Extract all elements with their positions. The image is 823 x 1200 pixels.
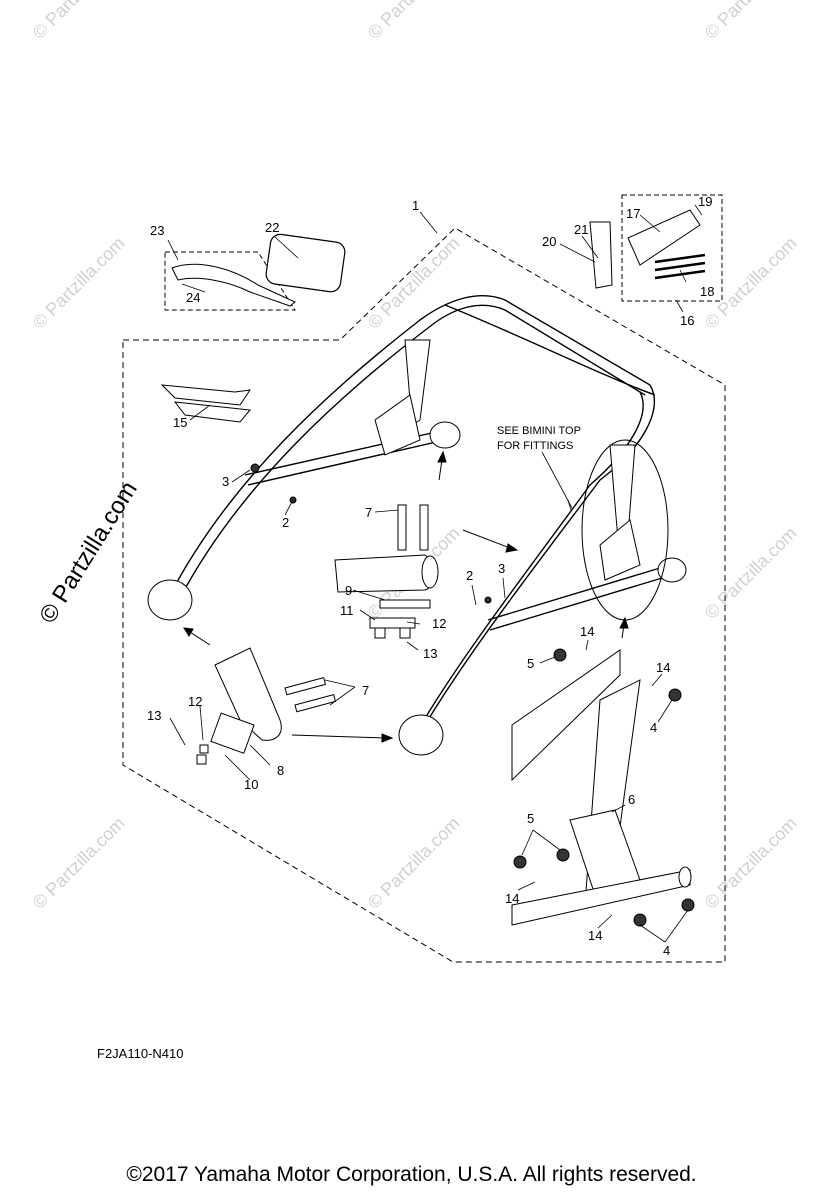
board-rack-bracket bbox=[374, 394, 421, 456]
watermark-text: © Partzilla.com bbox=[29, 233, 129, 333]
tube-end-cap bbox=[657, 557, 687, 583]
bimini-note-line-1: SEE BIMINI TOP bbox=[497, 425, 581, 437]
callout-13: 13 bbox=[423, 646, 437, 661]
callout-11: 11 bbox=[340, 603, 354, 618]
board-rack-detail bbox=[589, 209, 706, 289]
mirror bbox=[265, 233, 346, 293]
bracket-detail bbox=[511, 649, 692, 926]
bimini-note-line-2: FOR FITTINGS bbox=[497, 440, 573, 452]
tower-frame bbox=[169, 295, 673, 731]
callout-21: 21 bbox=[574, 222, 588, 237]
callout-10: 10 bbox=[244, 777, 258, 792]
callout-12: 12 bbox=[188, 694, 202, 709]
callout-8: 8 bbox=[277, 763, 284, 778]
watermark-text: © Partzilla.com bbox=[29, 0, 129, 43]
callout-20: 20 bbox=[542, 234, 556, 249]
callout-7: 7 bbox=[362, 683, 369, 698]
callout-22: 22 bbox=[265, 220, 279, 235]
board-rack-box bbox=[621, 194, 723, 302]
callout-1: 1 bbox=[412, 198, 419, 213]
callout-14: 14 bbox=[656, 660, 670, 675]
callout-13: 13 bbox=[147, 708, 161, 723]
callout-14: 14 bbox=[588, 928, 602, 943]
watermark-text: © Partzilla.com bbox=[364, 233, 464, 333]
tube-end-cap bbox=[398, 714, 444, 756]
callout-12: 12 bbox=[432, 616, 446, 631]
callout-4: 4 bbox=[663, 943, 670, 958]
callout-16: 16 bbox=[680, 313, 694, 328]
watermark-text: © Partzilla.com bbox=[701, 523, 801, 623]
watermark-text: © Partzilla.com bbox=[29, 813, 129, 913]
callout-18: 18 bbox=[700, 284, 714, 299]
callout-7: 7 bbox=[365, 505, 372, 520]
knob-fasteners bbox=[250, 463, 695, 927]
bimini-note-leader bbox=[541, 451, 573, 509]
assembly-boundary bbox=[122, 227, 726, 963]
callout-3: 3 bbox=[498, 561, 505, 576]
callout-14: 14 bbox=[505, 891, 519, 906]
part-15-plates bbox=[160, 384, 252, 423]
board-rack-bracket bbox=[599, 519, 641, 581]
callout-14: 14 bbox=[580, 624, 594, 639]
callout-15: 15 bbox=[173, 415, 187, 430]
tube-end-cap bbox=[429, 421, 461, 449]
watermark-text: © Partzilla.com bbox=[364, 0, 464, 43]
watermark-text: © Partzilla.com bbox=[364, 813, 464, 913]
mirror-group-box bbox=[164, 251, 296, 311]
callout-2: 2 bbox=[282, 515, 289, 530]
center-clamp-assembly bbox=[334, 504, 439, 639]
callout-23: 23 bbox=[150, 223, 164, 238]
callout-9: 9 bbox=[345, 583, 352, 598]
watermark-main: © Partzilla.com bbox=[34, 477, 143, 628]
callout-24: 24 bbox=[186, 290, 200, 305]
tube-end-cap bbox=[147, 579, 193, 621]
watermark-layer: © Partzilla.com © Partzilla.com © Partzi… bbox=[29, 0, 801, 913]
diagram-code: F2JA110-N410 bbox=[97, 1046, 184, 1061]
copyright-notice: ©2017 Yamaha Motor Corporation, U.S.A. A… bbox=[126, 1163, 697, 1186]
assembly-arrows bbox=[183, 450, 629, 743]
watermark-text: © Partzilla.com bbox=[701, 813, 801, 913]
watermark-text: © Partzilla.com bbox=[701, 0, 801, 43]
callout-4: 4 bbox=[650, 720, 657, 735]
callout-5: 5 bbox=[527, 656, 534, 671]
callout-6: 6 bbox=[628, 792, 635, 807]
lower-left-clamp-assembly bbox=[196, 647, 337, 765]
callout-5: 5 bbox=[527, 811, 534, 826]
callout-17: 17 bbox=[626, 206, 640, 221]
mirror-mount bbox=[171, 263, 296, 307]
callout-3: 3 bbox=[222, 474, 229, 489]
callout-labels: 1 23 22 24 15 3 2 7 9 11 12 13 2 3 14 5 … bbox=[147, 194, 714, 958]
callout-19: 19 bbox=[698, 194, 712, 209]
callout-2: 2 bbox=[466, 568, 473, 583]
watermark-text: © Partzilla.com bbox=[701, 233, 801, 333]
